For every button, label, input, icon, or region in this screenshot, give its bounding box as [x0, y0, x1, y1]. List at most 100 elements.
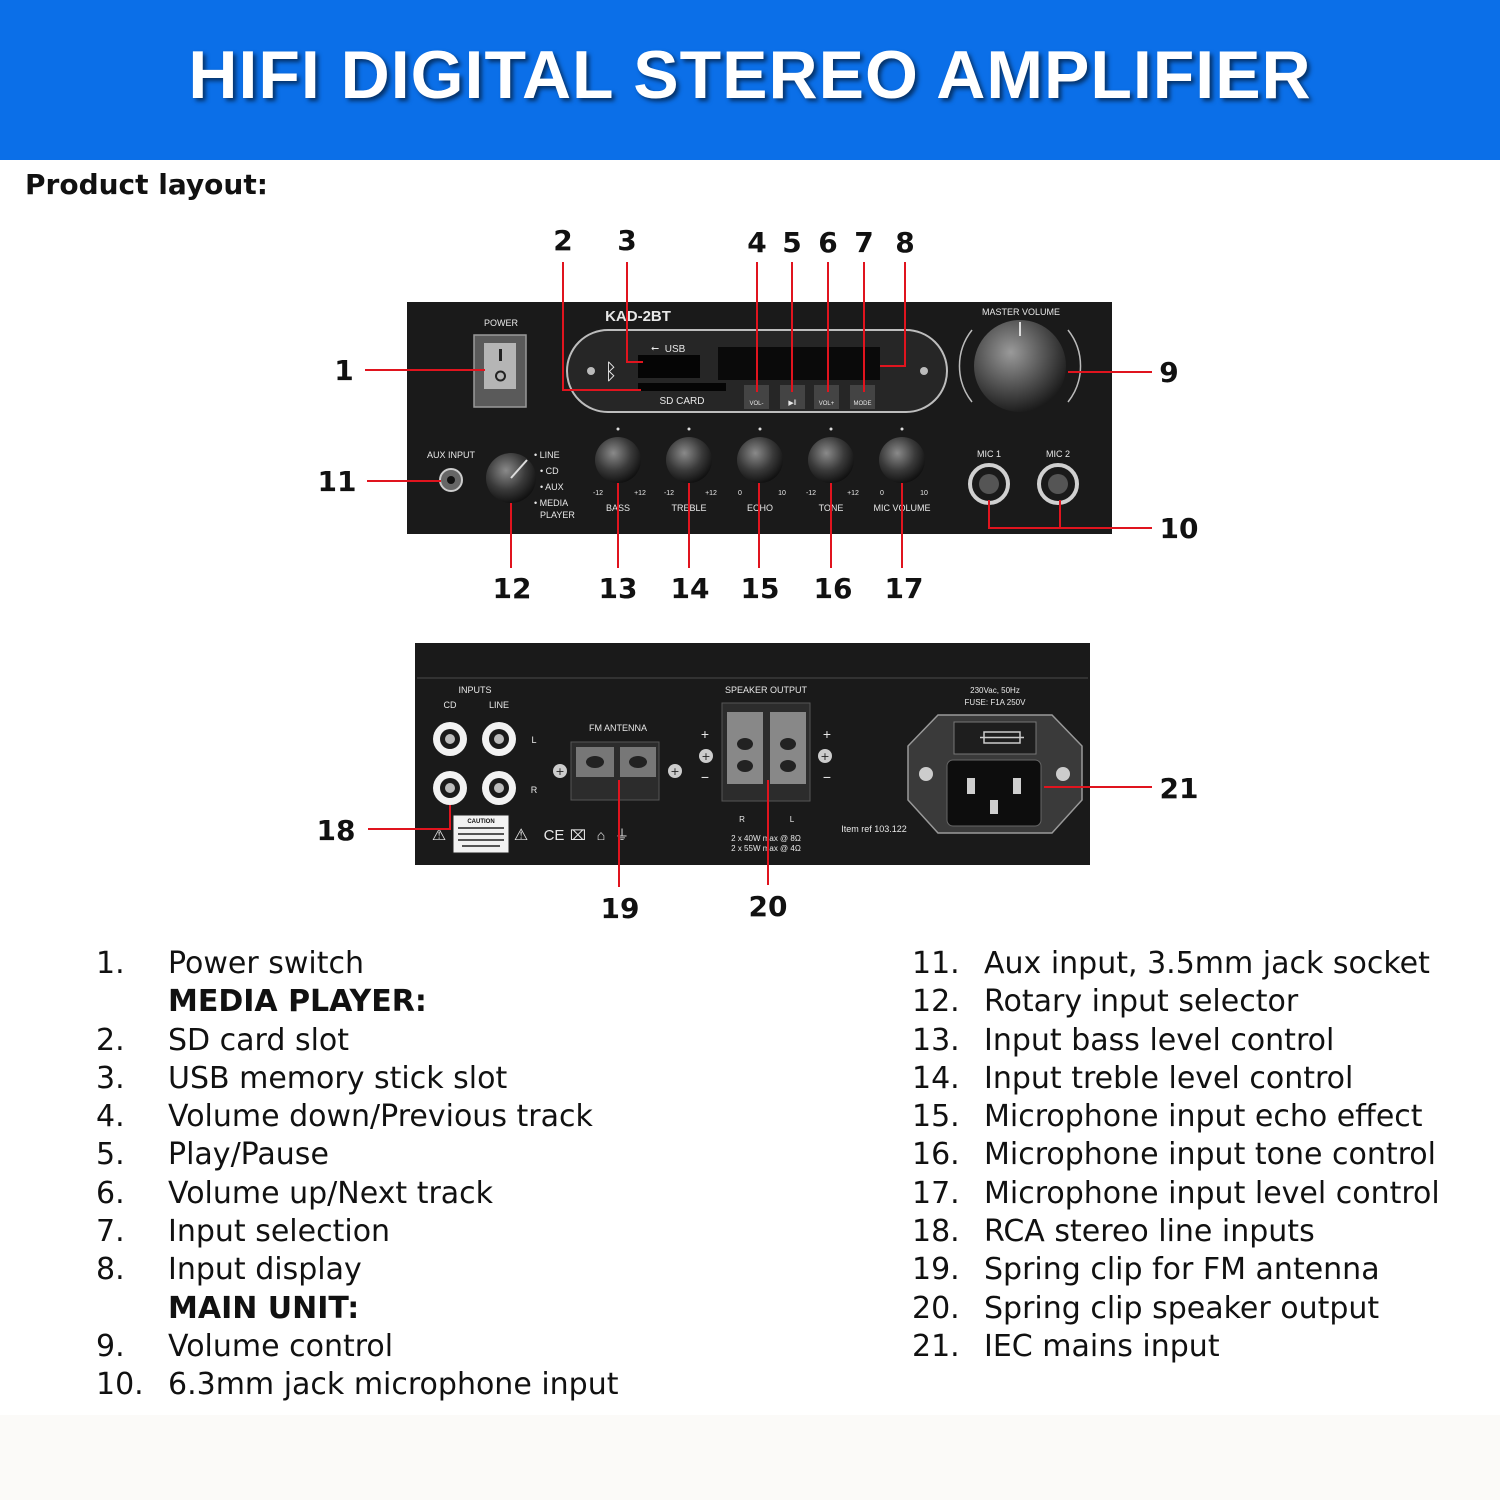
callout-12: 12 — [493, 572, 532, 605]
legend-text: Volume up/Next track — [168, 1175, 494, 1211]
mode-button[interactable] — [850, 385, 875, 409]
page-title: HIFI DIGITAL STEREO AMPLIFIER — [188, 37, 1312, 113]
legend-number: 2. — [96, 1022, 125, 1058]
knob-scale-label: -12 — [664, 490, 674, 497]
left-channel-label: L — [531, 735, 536, 745]
knob-scale-label: +12 — [634, 490, 646, 497]
knob-scale-label: -12 — [806, 490, 816, 497]
legend-number: 8. — [96, 1252, 125, 1288]
callout-21: 21 — [1160, 772, 1199, 805]
usb-icon: ⭠ — [651, 343, 659, 354]
legend-heading: MAIN UNIT: — [168, 1290, 360, 1326]
callout-numbers: 1 2 3 4 5 6 7 8 9 10 11 12 13 14 15 16 1… — [317, 224, 1199, 925]
selector-option-aux: • AUX — [540, 482, 564, 492]
legend-text: USB memory stick slot — [168, 1060, 508, 1096]
svg-text:+: + — [701, 750, 710, 763]
vol-down-label: VOL- — [749, 401, 763, 407]
knob-scale-label: 10 — [920, 490, 928, 497]
legend-number: 9. — [96, 1328, 125, 1364]
callout-5: 5 — [782, 226, 801, 259]
svg-text:+: + — [555, 765, 564, 778]
callout-6: 6 — [818, 226, 837, 259]
legend-number: 19. — [912, 1252, 960, 1288]
model-label: KAD-2BT — [605, 308, 671, 325]
speaker-left-label: L — [790, 815, 795, 824]
callout-7: 7 — [854, 226, 873, 259]
callout-13: 13 — [599, 572, 638, 605]
usb-slot[interactable] — [638, 355, 700, 378]
selector-options: • LINE • CD • AUX • MEDIA PLAYER — [534, 450, 575, 520]
power-spec-8ohm: 2 x 40W max @ 8Ω — [731, 834, 801, 843]
legend-number: 7. — [96, 1214, 125, 1250]
line-label: LINE — [489, 700, 509, 710]
legend-text: Microphone input echo effect — [984, 1099, 1423, 1135]
vol-up-button[interactable] — [814, 385, 839, 409]
master-volume-knob[interactable] — [974, 320, 1066, 412]
legend-text: SD card slot — [168, 1022, 350, 1058]
right-channel-label: R — [531, 785, 538, 795]
footer-band — [0, 1415, 1500, 1500]
knob-scale-label: 10 — [778, 490, 786, 497]
legend-text: Volume down/Previous track — [168, 1099, 593, 1135]
callout-11: 11 — [318, 465, 357, 498]
vol-up-label: VOL+ — [819, 401, 835, 407]
legend-text: Microphone input level control — [984, 1175, 1440, 1211]
knob-scale-label: 0 — [880, 490, 884, 497]
item-ref: Item ref 103.122 — [841, 824, 907, 834]
legend-number: 3. — [96, 1060, 125, 1096]
mode-label: MODE — [854, 401, 872, 407]
legend-number: 18. — [912, 1214, 960, 1250]
legend-number: 4. — [96, 1099, 125, 1135]
callout-3: 3 — [617, 224, 636, 257]
sd-card-label: SD CARD — [659, 396, 704, 407]
callout-15: 15 — [741, 572, 780, 605]
svg-text:+: + — [823, 726, 831, 742]
legend-text: Play/Pause — [168, 1137, 329, 1173]
legend-heading: MEDIA PLAYER: — [168, 984, 427, 1020]
master-volume-label: MASTER VOLUME — [982, 307, 1060, 317]
speaker-output-label: SPEAKER OUTPUT — [725, 685, 808, 695]
title-banner: HIFI DIGITAL STEREO AMPLIFIER — [0, 0, 1500, 160]
inputs-label: INPUTS — [458, 685, 491, 695]
fuse-rating: FUSE: F1A 250V — [965, 698, 1027, 707]
selector-option-cd: • CD — [540, 466, 559, 476]
legend-number: 1. — [96, 946, 125, 981]
legend-number: 20. — [912, 1290, 960, 1326]
callout-9: 9 — [1159, 356, 1178, 389]
legend-number: 5. — [96, 1137, 125, 1173]
legend-number: 15. — [912, 1099, 960, 1135]
power-spec-4ohm: 2 x 55W max @ 4Ω — [731, 844, 801, 853]
legend-text: Volume control — [168, 1328, 394, 1364]
callout-20: 20 — [749, 890, 788, 923]
legend-text: Rotary input selector — [984, 984, 1299, 1020]
warning-icon: ⚠ — [432, 827, 446, 844]
weee-icon: ⌧ — [570, 827, 586, 843]
mic1-label: MIC 1 — [977, 449, 1001, 459]
knob-scale-label: +12 — [705, 490, 717, 497]
power-label: POWER — [484, 318, 519, 328]
rear-panel: INPUTS CD LINE L R CAUTION ⚠ ⚠ CE ⌧ ⌂ ⏚ … — [415, 643, 1090, 865]
legend-number: 17. — [912, 1175, 960, 1211]
callout-8: 8 — [895, 226, 914, 259]
legend-number: 13. — [912, 1022, 960, 1058]
legend-text: Microphone input tone control — [984, 1137, 1436, 1173]
caution-text: CAUTION — [467, 819, 494, 825]
leader-lines — [365, 262, 1152, 887]
play-pause-label: ▶‖ — [788, 400, 796, 407]
selector-option-player: PLAYER — [540, 510, 575, 520]
ce-mark: CE — [544, 827, 565, 844]
callout-14: 14 — [671, 572, 710, 605]
legend-text: 6.3mm jack microphone input — [168, 1367, 619, 1403]
legend-text: IEC mains input — [984, 1328, 1220, 1364]
amplifier-diagram: POWER KAD-2BT ᛒ ⭠ USB SD CARD VOL- ▶‖ VO… — [317, 224, 1199, 925]
legend-number: 16. — [912, 1137, 960, 1173]
callout-1: 1 — [334, 354, 353, 387]
sd-card-slot[interactable] — [638, 383, 726, 391]
fm-antenna-label: FM ANTENNA — [589, 723, 647, 733]
warning-icon-2: ⚠ — [514, 827, 528, 844]
svg-text:+: + — [701, 726, 709, 742]
callout-4: 4 — [747, 226, 766, 259]
callout-16: 16 — [814, 572, 853, 605]
legend-text: Input display — [168, 1252, 362, 1288]
speaker-right-label: R — [739, 815, 745, 824]
